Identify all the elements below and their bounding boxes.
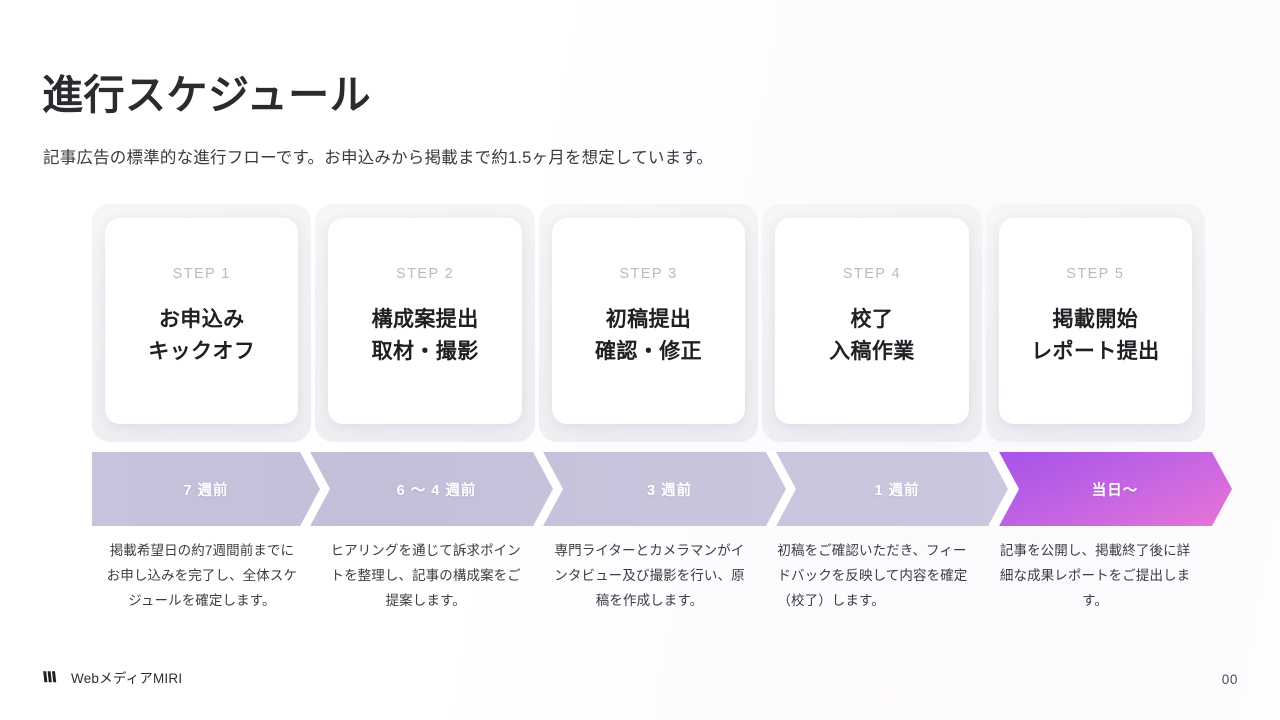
step-description-2: ヒアリングを通じて訴求ポイントを整理し、記事の構成案をご提案します。 [330, 543, 521, 609]
step-title: 初稿提出 確認・修正 [595, 304, 702, 368]
step-title: お申込み キックオフ [148, 304, 255, 368]
step-card-2[interactable]: STEP 2 構成案提出 取材・撮影 [315, 204, 535, 442]
chevron-divider-1 [300, 452, 330, 526]
chevron-divider-4 [988, 452, 1019, 526]
step-title-line2: キックオフ [148, 339, 256, 363]
step-title-line1: 構成案提出 [371, 308, 479, 331]
page-subtitle: 記事広告の標準的な進行フローです。お申込みから掲載まで約1.5ヶ月を想定していま… [43, 149, 714, 167]
footer-logo: WebメディアMIRI [42, 667, 182, 687]
timeline-svg [92, 452, 1232, 526]
w-zigzag-logo-icon [43, 671, 57, 683]
step-title: 掲載開始 レポート提出 [1031, 304, 1159, 368]
step-title-line1: 初稿提出 [605, 308, 692, 331]
step-title: 校了 入稿作業 [829, 304, 915, 368]
step-card-inner: STEP 2 構成案提出 取材・撮影 [328, 218, 522, 424]
step-card-inner: STEP 5 掲載開始 レポート提出 [998, 218, 1193, 424]
step-description-5: 記事を公開し、掲載終了後に詳細な成果レポートをご提出します。 [999, 543, 1191, 609]
step-label: STEP 3 [619, 266, 678, 282]
step-title-line2: 確認・修正 [595, 339, 703, 363]
chevron-divider-2 [533, 452, 563, 526]
step-descriptions-row: 掲載希望日の約7週間前までにお申し込みを完了し、全体スケジュールを確定します。 … [92, 538, 1205, 614]
step-label: STEP 5 [1066, 266, 1125, 282]
step-label: STEP 1 [172, 266, 231, 282]
timeline-chevron-bar: 7 週前 6 ～ 4 週前 3 週前 1 週前 当日～ [92, 452, 1232, 526]
footer-logo-text: WebメディアMIRI [71, 671, 183, 686]
step-card-1[interactable]: STEP 1 お申込み キックオフ [92, 204, 312, 442]
step-cards-row: STEP 1 お申込み キックオフ STEP 2 構成案提出 取材・撮影 STE… [92, 204, 1206, 442]
step-description-3: 専門ライターとカメラマンがインタビュー及び撮影を行い、原稿を作成します。 [554, 543, 745, 609]
step-description-1: 掲載希望日の約7週間前までにお申し込みを完了し、全体スケジュールを確定します。 [106, 543, 298, 609]
page-number: 00 [1221, 672, 1238, 687]
step-card-4[interactable]: STEP 4 校了 入稿作業 [762, 204, 982, 442]
chevron-segment-5-shape [998, 452, 1232, 526]
step-card-3[interactable]: STEP 3 初稿提出 確認・修正 [538, 204, 759, 442]
step-title-line2: レポート提出 [1031, 339, 1160, 363]
step-title-line1: お申込み [158, 308, 245, 331]
step-card-inner: STEP 4 校了 入稿作業 [775, 218, 969, 424]
step-title-line1: 校了 [850, 308, 894, 331]
step-title-line2: 入稿作業 [829, 339, 915, 363]
step-card-inner: STEP 1 お申込み キックオフ [105, 218, 299, 424]
step-title-line1: 掲載開始 [1052, 308, 1139, 331]
step-label: STEP 4 [842, 266, 901, 282]
step-card-inner: STEP 3 初稿提出 確認・修正 [551, 218, 746, 424]
step-card-5[interactable]: STEP 5 掲載開始 レポート提出 [985, 204, 1206, 442]
step-description-4: 初稿をご確認いただき、フィードバックを反映して内容を確定（校了）します。 [777, 543, 968, 609]
step-title-line2: 取材・撮影 [371, 339, 479, 363]
step-title: 構成案提出 取材・撮影 [372, 304, 479, 368]
page-title: 進行スケジュール [42, 72, 372, 118]
step-label: STEP 2 [396, 266, 455, 282]
chevron-divider-3 [766, 452, 796, 526]
